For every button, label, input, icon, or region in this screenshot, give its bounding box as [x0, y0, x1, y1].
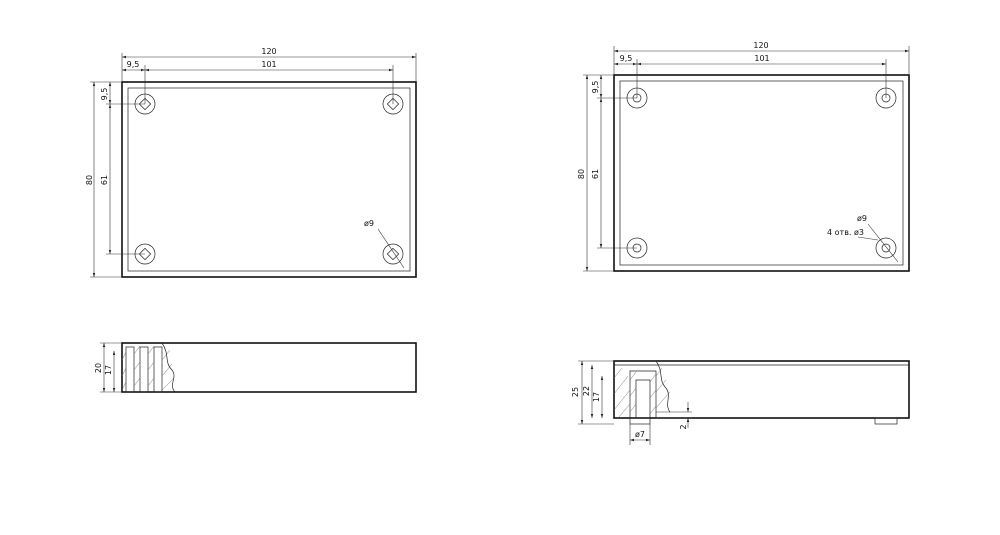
- right-dim-9-5-label: 9,5: [620, 54, 633, 63]
- left-dim-120-label: 120: [261, 47, 276, 56]
- left-plate-outline: [121, 81, 417, 278]
- right-side-slot-outline: [629, 370, 657, 418]
- left-plate-inner-edge: [127, 87, 411, 272]
- right-dim-120-label: 120: [753, 41, 768, 50]
- left-side-dim-20-label: 20: [94, 363, 103, 373]
- left-dim-hole-spacing-x: 9,5 101: [122, 60, 394, 104]
- right-hole-note-label: 4 отв. ø3: [827, 228, 864, 237]
- right-side-dim-2-label: 2: [679, 424, 688, 429]
- left-dim-80-label: 80: [85, 175, 94, 185]
- left-dim-101-label: 101: [261, 60, 276, 69]
- right-dim-d9-label: ø9: [857, 214, 867, 223]
- left-dim-9-5-label: 9,5: [127, 60, 140, 69]
- right-side-slot-inner: [635, 379, 651, 418]
- right-side-dim-17-label: 17: [592, 392, 601, 402]
- right-dim-9-5-vertical-label: 9,5: [591, 81, 600, 94]
- right-side-outline: [613, 360, 910, 419]
- right-side-view: 25 22 17 ø7 2: [571, 360, 910, 445]
- left-side-channel: [125, 346, 135, 393]
- right-plate-outline: [613, 74, 910, 272]
- left-side-break-line: [161, 342, 176, 393]
- right-side-dim-d7-label: ø7: [635, 430, 645, 439]
- right-top-view: 120 9,5 101 80 61 9,5 ø9 4 отв. ø3: [577, 41, 910, 272]
- right-side-dim-25-label: 25: [571, 387, 580, 397]
- right-side-foot: [629, 417, 651, 425]
- left-hole-diameter-leader: ø9: [364, 219, 405, 269]
- left-dim-overall-width: 120: [121, 47, 417, 82]
- left-mounting-hole: [382, 243, 404, 265]
- right-plate-inner-edge: [619, 80, 904, 266]
- right-side-dims: 25 22 17 ø7 2: [571, 360, 692, 445]
- left-side-outline: [121, 342, 417, 393]
- left-top-view: 120 9,5 101 80 61 9,5 ø9: [85, 47, 417, 278]
- left-side-channel: [153, 346, 163, 393]
- right-dim-80-label: 80: [577, 169, 586, 179]
- left-side-dim-17-label: 17: [104, 365, 113, 375]
- right-dim-vertical: 80 61 9,5: [577, 74, 637, 272]
- right-side-foot: [874, 417, 898, 425]
- left-dim-9-5-vertical-label: 9,5: [100, 88, 109, 101]
- right-hole-leader: ø9 4 отв. ø3: [827, 214, 899, 263]
- right-dim-overall-width: 120: [613, 41, 910, 75]
- right-side-dim-22-label: 22: [582, 386, 591, 396]
- left-dim-61-label: 61: [100, 175, 109, 185]
- right-side-hatching: [613, 367, 671, 419]
- right-dim-61-label: 61: [591, 169, 600, 179]
- right-dim-101-label: 101: [754, 54, 769, 63]
- left-dim-vertical: 80 61 9,5: [85, 81, 145, 278]
- left-side-channel: [139, 346, 149, 393]
- right-dim-hole-spacing-x: 9,5 101: [614, 54, 887, 98]
- left-side-dims: 20 17: [94, 342, 122, 393]
- right-mounting-hole: [875, 237, 897, 259]
- right-side-break-line: [655, 360, 671, 413]
- left-side-view: 20 17: [94, 342, 417, 393]
- left-side-hatching: [121, 345, 175, 391]
- left-dim-d9-label: ø9: [364, 219, 374, 228]
